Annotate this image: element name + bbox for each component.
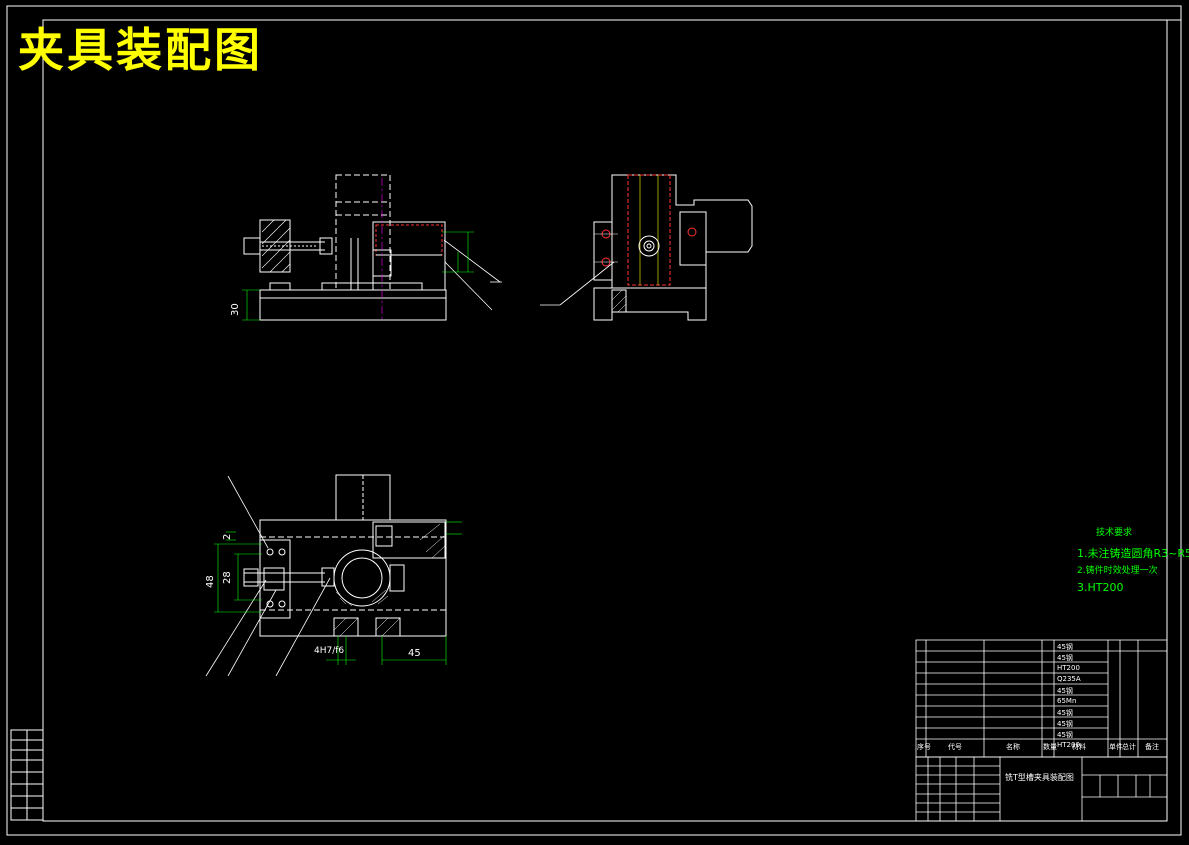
bom-material-cell: 45钢 (1057, 720, 1073, 728)
outer-frame (6, 5, 1182, 836)
bom-material-cell: 45钢 (1057, 643, 1073, 651)
dim-28: 28 (222, 571, 233, 584)
front-base-plate (259, 289, 447, 321)
tech-requirement-3: 3.HT200 (1077, 581, 1124, 594)
side-view (540, 174, 753, 321)
bom-material-cell: 45钢 (1057, 709, 1073, 717)
bom-material-cell: HT200 (1057, 741, 1080, 749)
binding-edge-table (10, 729, 44, 821)
tech-requirement-2: 2.铸件时效处理一次 (1077, 566, 1158, 576)
bom-material-cell: Q235A (1057, 675, 1081, 683)
bom-header-name: 名称 (1006, 743, 1020, 751)
bom-material-cell: HT200 (1057, 664, 1080, 672)
dim-45: 45 (408, 648, 421, 659)
bom-header-unit: 单件 (1109, 743, 1123, 751)
front-screw-head (243, 237, 261, 255)
bom-header-total: 总计 (1122, 743, 1136, 751)
front-view (242, 174, 502, 321)
bom-material-cell: 45钢 (1057, 731, 1073, 739)
title-block (915, 756, 1168, 822)
dim-30: 30 (230, 303, 241, 316)
bill-of-materials (915, 639, 1168, 758)
drawing-name: 铣T型槽夹具装配图 (1005, 773, 1074, 782)
bom-material-cell: 45钢 (1057, 687, 1073, 695)
inner-frame (42, 19, 1168, 822)
tech-requirement-1: 1.未注铸造圆角R3~R5 (1077, 547, 1189, 560)
bom-header-code: 代号 (948, 743, 962, 751)
dim-2: 2 (222, 533, 233, 540)
dim-48: 48 (205, 575, 216, 588)
bom-material-cell: 65Mn (1057, 697, 1077, 705)
bom-header-no: 序号 (917, 743, 931, 751)
dim-fit: 4H7/f6 (314, 646, 345, 656)
bom-material-cell: 45钢 (1057, 654, 1073, 662)
bom-header-qty: 数量 (1043, 743, 1057, 751)
drawing-title: 夹具装配图 (18, 23, 263, 77)
top-view (205, 474, 462, 677)
tech-requirements-heading: 技术要求 (1096, 528, 1133, 538)
bom-header-remark: 备注 (1145, 743, 1159, 751)
bom-header-material: 材料 (1072, 743, 1086, 751)
